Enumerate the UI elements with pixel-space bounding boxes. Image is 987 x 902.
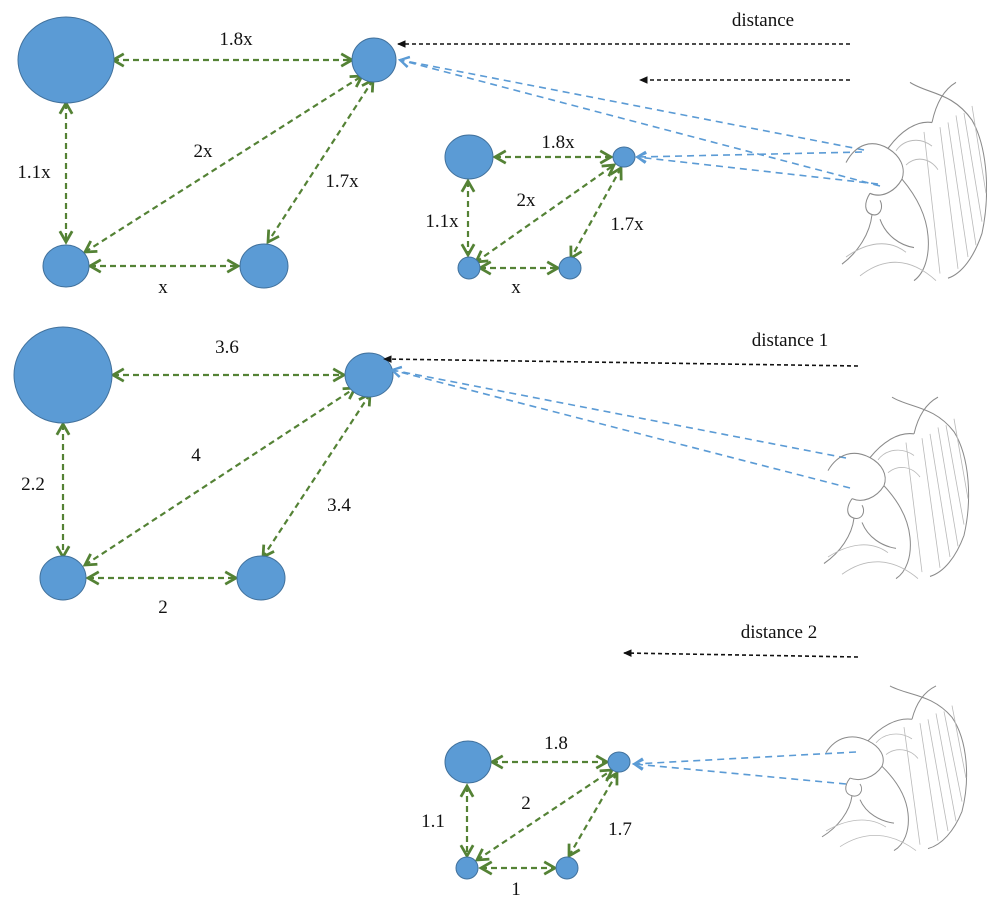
top-small-right-circle <box>612 146 636 168</box>
bottom-arrow-diag <box>474 768 615 862</box>
distance-1-label: distance 1 <box>752 330 829 351</box>
top-sight-line-4 <box>634 151 879 185</box>
top-large-bottom-left-circle <box>42 244 90 288</box>
diagram-labels: 1.8x 1.1x 2x 1.7x x 1.8x 1.1x 2x 1.7x x … <box>17 10 828 900</box>
middle-bottom-right-circle <box>236 555 286 601</box>
middle-label-top: 3.6 <box>215 337 239 358</box>
viewer-head-sketch-bottom <box>821 685 968 852</box>
top-small-bottom-right-circle <box>558 256 582 280</box>
top-small-label-diag: 2x <box>517 190 537 211</box>
top-large-label-right: 1.7x <box>325 171 359 192</box>
top-sight-line-3 <box>634 150 863 163</box>
bottom-bottom-left-circle <box>455 856 479 880</box>
top-small-bottom-left-circle <box>457 256 481 280</box>
distance-2-label: distance 2 <box>741 622 818 643</box>
diagram-shapes <box>13 16 881 880</box>
top-large-label-left: 1.1x <box>17 162 51 183</box>
bottom-distance-arrow <box>623 649 859 658</box>
bottom-arrow-right <box>567 770 619 859</box>
middle-label-right: 3.4 <box>327 495 351 516</box>
bottom-label-right: 1.7 <box>608 819 632 840</box>
middle-label-left: 2.2 <box>21 474 45 495</box>
bottom-sight-line-2 <box>631 758 847 785</box>
top-small-label-left: 1.1x <box>425 211 459 232</box>
top-large-bottom-right-circle <box>239 243 289 289</box>
middle-sight-line-2 <box>390 366 851 489</box>
top-sight-line-1 <box>397 55 865 151</box>
middle-arrow-right <box>261 391 372 560</box>
top-large-right-circle <box>351 37 397 83</box>
viewer-head-sketch-middle <box>823 396 970 580</box>
middle-label-diag: 4 <box>191 445 201 466</box>
bottom-right-circle <box>607 751 631 773</box>
middle-distance-arrow <box>383 355 859 367</box>
top-small-big-circle <box>444 134 494 180</box>
middle-label-bottom: 2 <box>158 597 168 618</box>
bottom-label-bottom: 1 <box>511 879 521 900</box>
bottom-sight-line-1 <box>631 751 857 770</box>
top-large-label-top: 1.8x <box>219 29 253 50</box>
bottom-big-circle <box>444 740 492 784</box>
top-small-label-bottom: x <box>511 277 521 298</box>
top-small-label-top: 1.8x <box>541 132 575 153</box>
top-large-label-bottom: x <box>158 277 168 298</box>
top-sight-line-2 <box>398 56 881 187</box>
top-large-label-diag: 2x <box>194 141 214 162</box>
middle-bottom-left-circle <box>39 555 87 601</box>
middle-big-circle <box>13 326 113 424</box>
bottom-label-diag: 2 <box>521 793 531 814</box>
bottom-label-left: 1.1 <box>421 811 445 832</box>
top-small-arrow-diag <box>473 163 617 264</box>
bottom-label-top: 1.8 <box>544 733 568 754</box>
top-large-big-circle <box>17 16 115 104</box>
distance-label: distance <box>732 10 794 31</box>
top-small-label-right: 1.7x <box>610 214 644 235</box>
top-small-arrow-right <box>569 165 623 261</box>
top-large-arrow-diag <box>82 74 365 254</box>
bottom-bottom-right-circle <box>555 856 579 880</box>
middle-sight-line-1 <box>389 365 847 459</box>
top-large-arrow-right <box>266 77 375 245</box>
middle-arrow-diag <box>82 386 358 567</box>
